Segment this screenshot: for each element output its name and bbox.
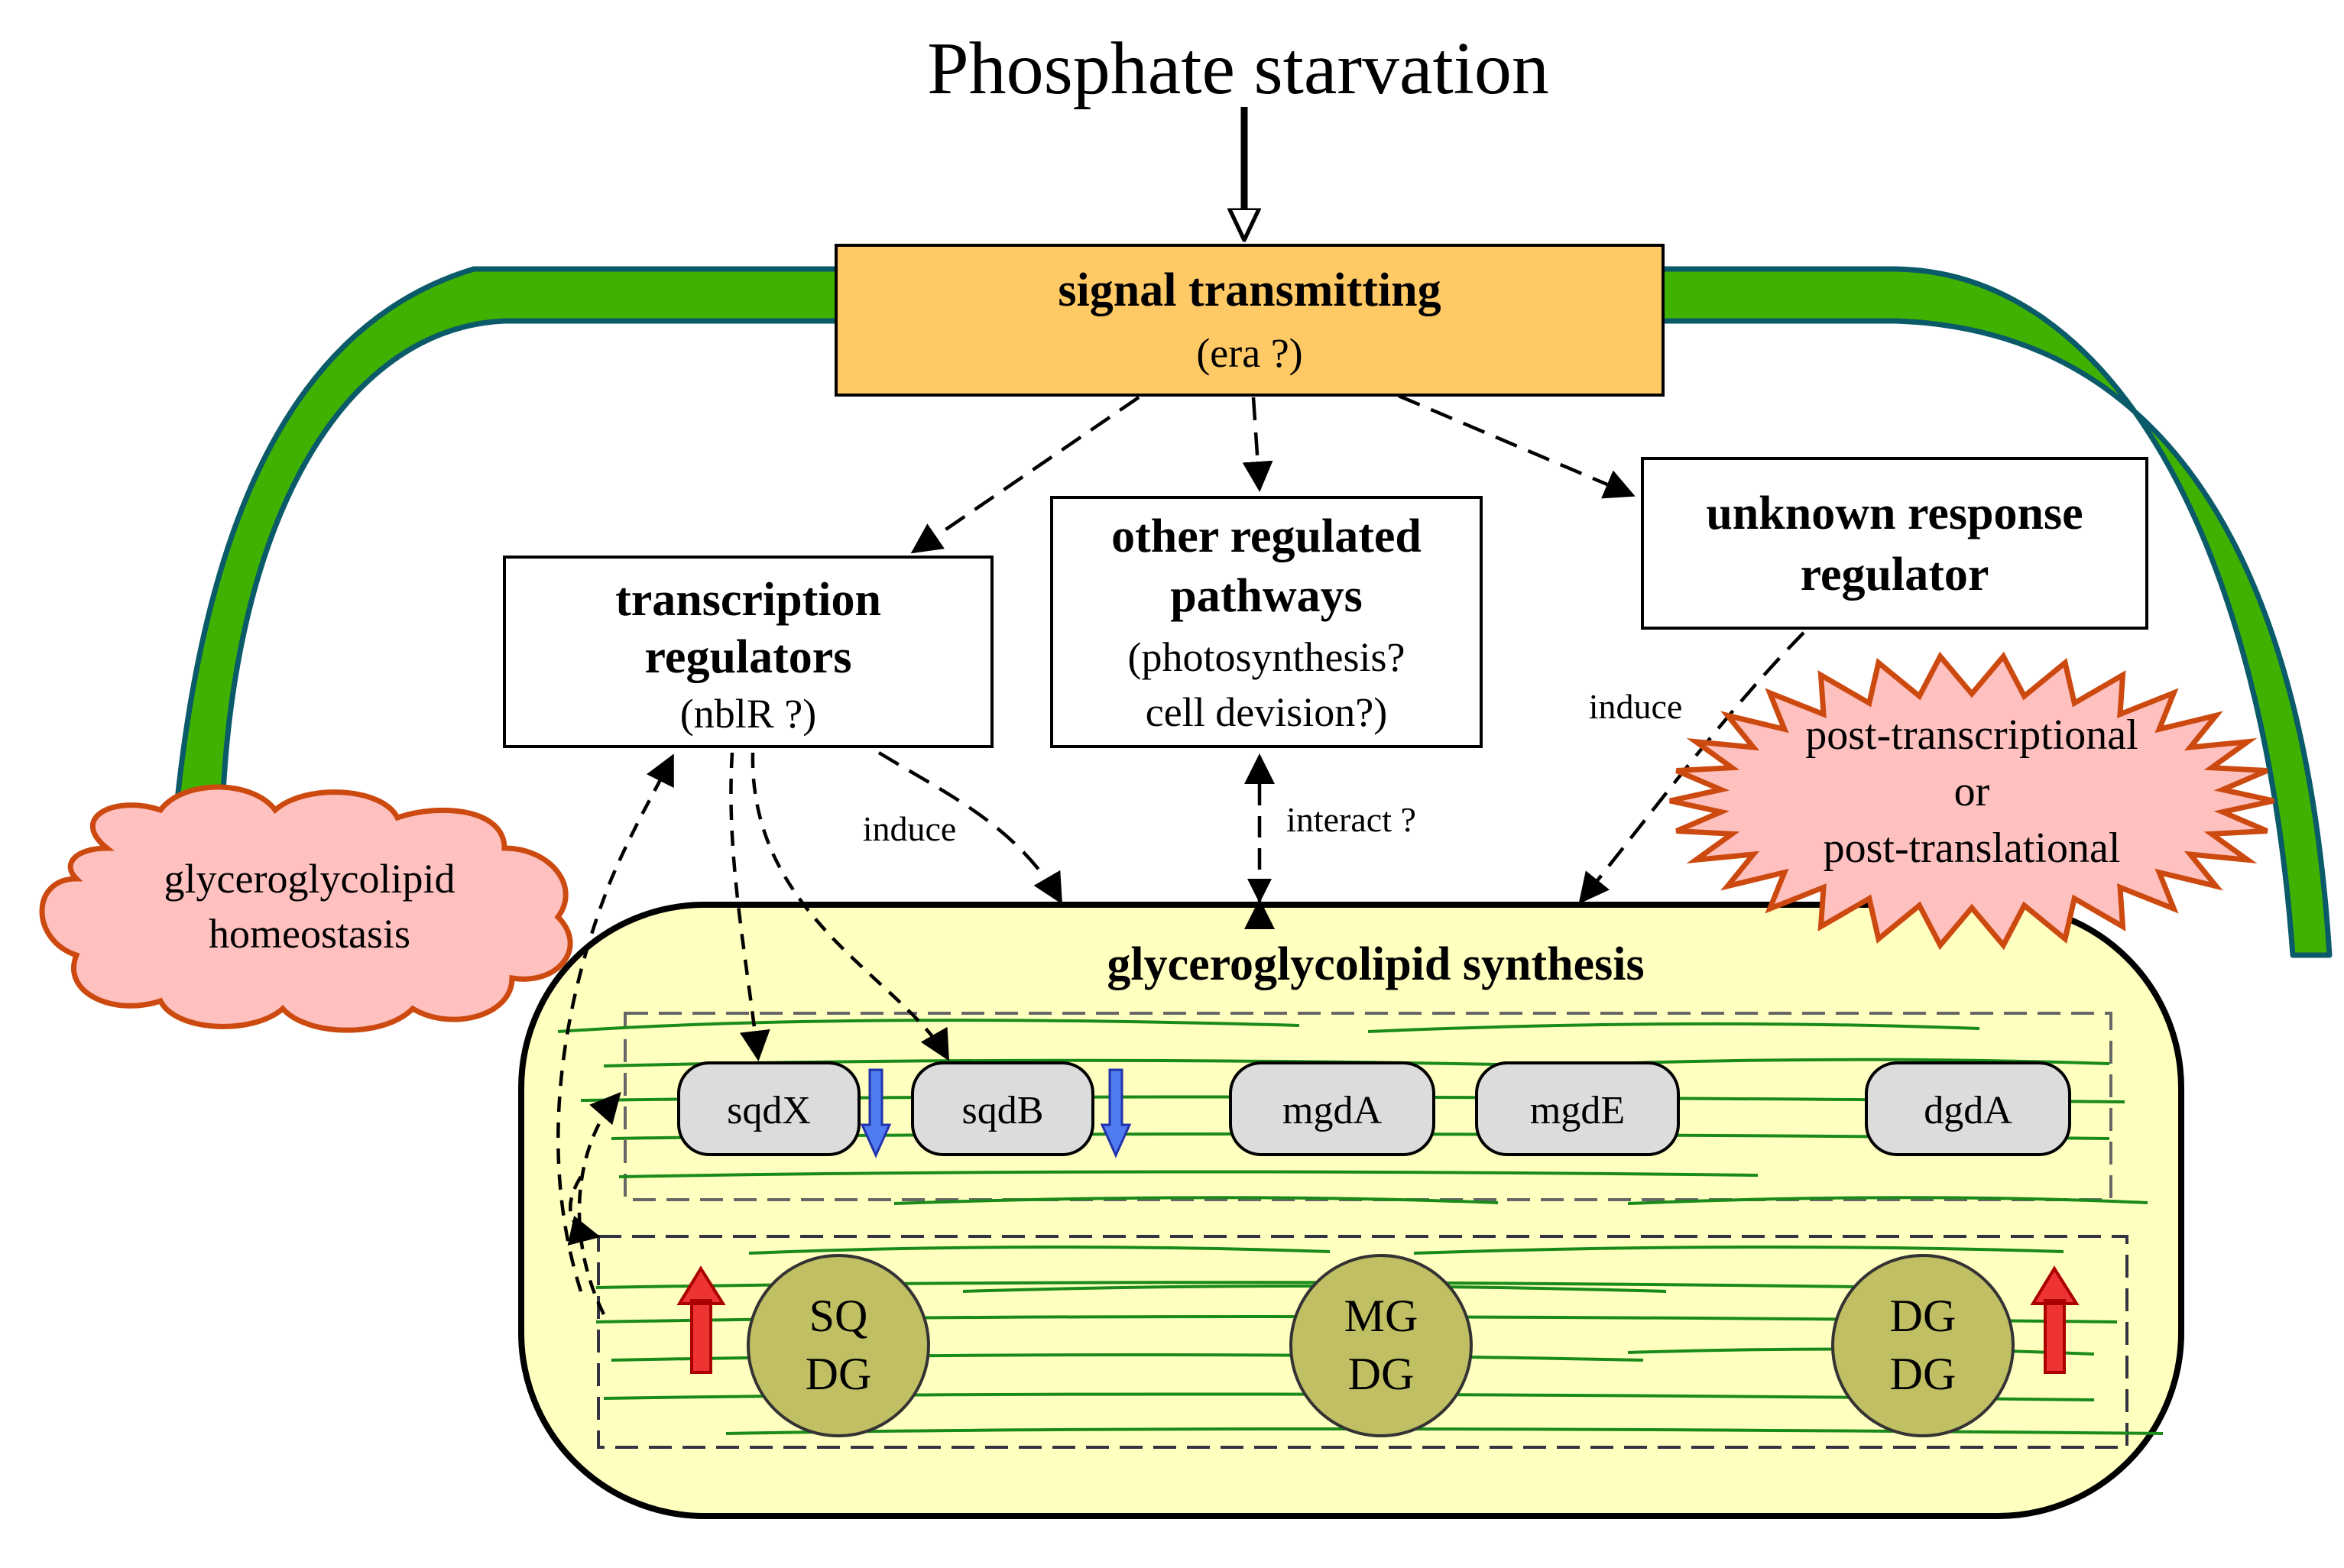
other-regulated-pathways-box bbox=[1050, 496, 1483, 748]
gene-label: mgdE bbox=[1530, 1089, 1625, 1132]
signal-transmitting-box bbox=[835, 244, 1665, 397]
transcription-regulators-box bbox=[503, 556, 994, 748]
lipid-MGDG: MG DG bbox=[1289, 1254, 1473, 1437]
up-arrow-icon bbox=[676, 1265, 726, 1374]
membrane-ribbon bbox=[171, 266, 2333, 958]
up-arrow-icon bbox=[2030, 1265, 2080, 1374]
feedback-arrow-to-transcription bbox=[556, 753, 675, 1292]
induce-left-label: induce bbox=[863, 809, 957, 848]
gene-label: dgdA bbox=[1924, 1089, 2012, 1132]
gene-sqdX: sqdX bbox=[677, 1061, 861, 1156]
diagram-title: Phosphate starvation bbox=[927, 28, 1549, 110]
regulation-burst bbox=[1669, 651, 2274, 951]
gene-sqdB: sqdB bbox=[911, 1061, 1094, 1156]
arrow-induce-right bbox=[1578, 631, 1805, 905]
other-line1: other regulated bbox=[1111, 510, 1422, 562]
lipid-SQDG: SQ DG bbox=[747, 1254, 930, 1437]
lipid-line1: MG bbox=[1344, 1291, 1418, 1341]
lipid-line2: DG bbox=[1890, 1349, 1957, 1399]
arrow-to-sqdX bbox=[729, 752, 770, 1061]
arrow-to-other bbox=[1242, 397, 1273, 492]
arrow-to-unknown bbox=[1398, 394, 1636, 499]
synthesis-title: glyceroglycolipid synthesis bbox=[1107, 938, 1644, 990]
interact-arrowhead-bottom bbox=[1247, 879, 1272, 903]
other-sub1: (photosynthesis? bbox=[1128, 634, 1405, 680]
feedback-arrow-to-genes bbox=[577, 1091, 621, 1316]
transcription-subtitle: (nblR ?) bbox=[680, 691, 816, 737]
homeostasis-cloud bbox=[39, 784, 573, 1033]
burst-line1: post-transcriptional bbox=[1805, 711, 2138, 759]
interact-label: interact ? bbox=[1286, 800, 1416, 839]
burst-line3: post-translational bbox=[1824, 824, 2121, 872]
signal-transmitting-subtitle: (era ?) bbox=[1196, 330, 1302, 376]
induce-right-label: induce bbox=[1589, 687, 1683, 726]
other-sub2: cell devision?) bbox=[1146, 689, 1387, 735]
burst-line2: or bbox=[1954, 768, 1990, 815]
unknown-line1: unknown response bbox=[1706, 488, 2083, 539]
arrow-to-sqdB bbox=[751, 752, 949, 1061]
feedback-arrow-to-lipids bbox=[567, 1175, 601, 1246]
transcription-line2: regulators bbox=[645, 631, 852, 683]
gene-mgdA: mgdA bbox=[1229, 1061, 1435, 1156]
signal-transmitting-title: signal transmitting bbox=[1058, 264, 1441, 316]
arrow-induce-left bbox=[877, 751, 1063, 905]
gene-label: sqdB bbox=[962, 1089, 1044, 1132]
unknown-response-regulator-box bbox=[1641, 457, 2148, 630]
gene-label: sqdX bbox=[727, 1089, 811, 1132]
down-arrow-icon bbox=[860, 1068, 892, 1158]
lipid-line2: DG bbox=[806, 1349, 872, 1399]
lipid-line2: DG bbox=[1348, 1349, 1415, 1399]
lipid-group bbox=[597, 1235, 2128, 1449]
down-arrow-icon bbox=[1100, 1068, 1132, 1158]
cloud-line1: glyceroglycolipid bbox=[164, 856, 456, 902]
lipid-DGDG: DG DG bbox=[1831, 1254, 2015, 1437]
lipid-line1: DG bbox=[1890, 1291, 1957, 1341]
other-line2: pathways bbox=[1170, 570, 1363, 622]
gene-group bbox=[624, 1012, 2112, 1201]
gene-dgdA: dgdA bbox=[1865, 1061, 2071, 1156]
lipid-line1: SQ bbox=[809, 1291, 868, 1341]
gene-mgdE: mgdE bbox=[1475, 1061, 1680, 1156]
unknown-line2: regulator bbox=[1801, 549, 1989, 601]
transcription-line1: transcription bbox=[615, 574, 881, 626]
gene-label: mgdA bbox=[1282, 1089, 1382, 1132]
arrow-to-transcription bbox=[910, 396, 1140, 554]
cloud-line2: homeostasis bbox=[209, 911, 410, 957]
